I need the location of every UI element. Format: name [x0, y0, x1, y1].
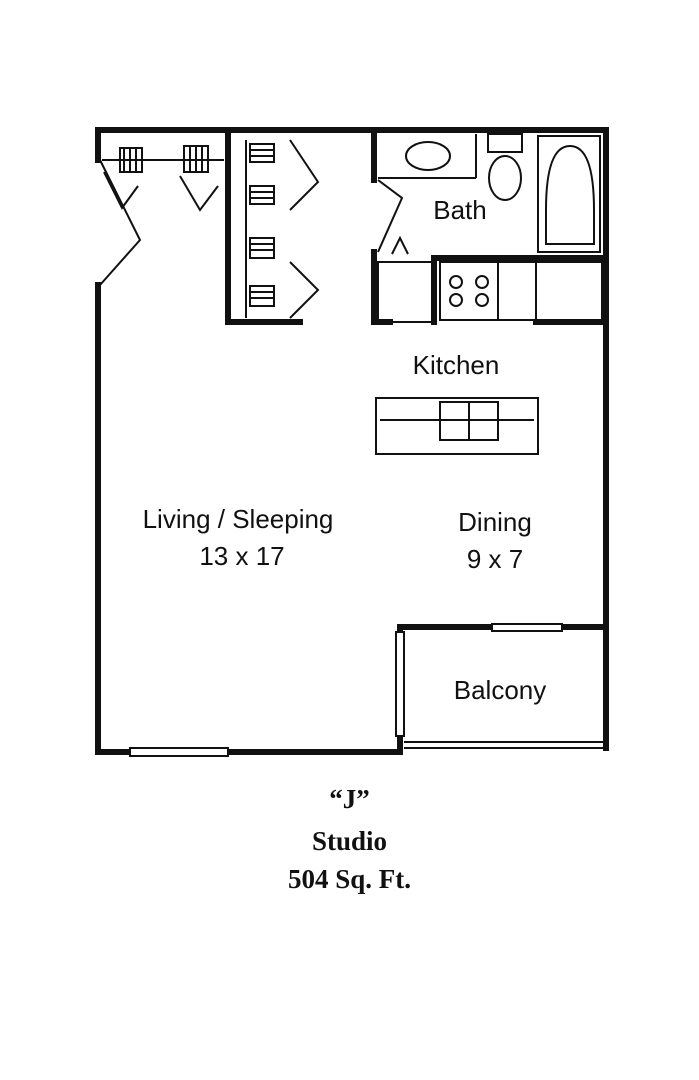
balcony-label: Balcony: [454, 675, 547, 705]
entry-door: [99, 159, 142, 286]
living-label: Living / Sleeping: [143, 504, 334, 534]
balcony-rail: [404, 741, 606, 749]
bath-tub: [537, 135, 601, 253]
kitchen-label: Kitchen: [413, 350, 500, 380]
bath-toilet: [487, 133, 523, 201]
bath-sink: [405, 141, 451, 171]
unit-letter: “J”: [329, 784, 370, 814]
kitchen-island: [375, 397, 539, 455]
unit-type: Studio: [311, 826, 388, 856]
unit-area: 504 Sq. Ft.: [287, 864, 412, 894]
closets: [102, 127, 320, 325]
dining-size: 9 x 7: [467, 544, 523, 574]
kitchen-counters: [377, 261, 609, 325]
kitchen-stove: [449, 275, 489, 307]
outer-walls: [95, 127, 609, 755]
balcony-window: [491, 623, 563, 632]
window-bottom: [129, 747, 229, 757]
bath-label: Bath: [433, 195, 487, 225]
dining-label: Dining: [458, 507, 532, 537]
balcony-slider-door: [395, 631, 405, 737]
living-size: 13 x 17: [199, 541, 284, 571]
